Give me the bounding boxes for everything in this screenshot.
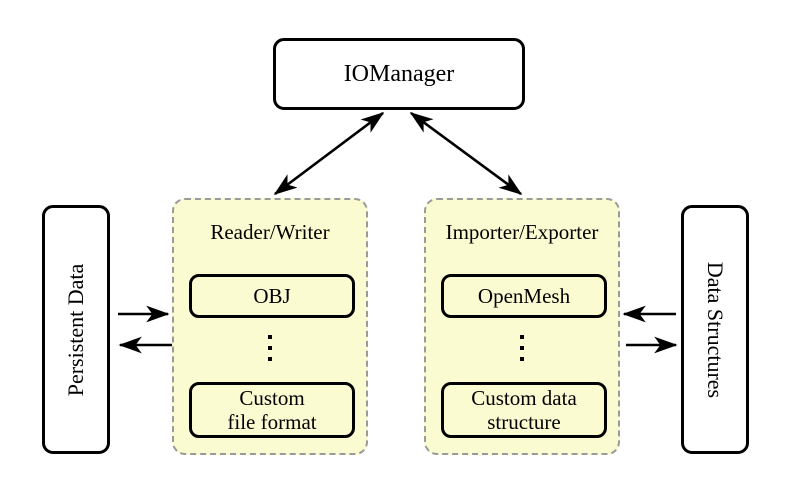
group-reader-writer-title: Reader/Writer <box>210 220 330 244</box>
leaf-openmesh-label: OpenMesh <box>477 283 571 308</box>
leaf-openmesh[interactable]: OpenMesh <box>441 274 607 318</box>
leaf-custom-file-format-line1: Custom <box>239 385 305 410</box>
data-structures-label: Data Structures <box>703 261 728 398</box>
leaf-custom-data-structure-line1: Custom data <box>471 385 577 410</box>
connector-manager-readerwriter <box>273 111 385 196</box>
group-reader-writer[interactable]: Reader/Writer OBJ Custom file format <box>172 198 368 455</box>
persistent-data-node[interactable]: Persistent Data <box>42 205 110 454</box>
ellipsis-importer-exporter <box>426 328 618 361</box>
data-structures-node[interactable]: Data Structures <box>681 205 749 454</box>
ellipsis-reader-writer <box>174 328 366 361</box>
leaf-custom-data-structure-line2: structure <box>487 410 561 434</box>
connector-manager-importerexporter <box>409 111 523 196</box>
leaf-custom-file-format[interactable]: Custom file format <box>189 382 355 438</box>
leaf-obj-label: OBJ <box>253 283 291 308</box>
leaf-obj[interactable]: OBJ <box>189 274 355 318</box>
io-manager-label: IOManager <box>343 60 455 87</box>
group-importer-exporter-title: Importer/Exporter <box>445 220 599 244</box>
leaf-custom-data-structure[interactable]: Custom data structure <box>441 382 607 438</box>
group-importer-exporter[interactable]: Importer/Exporter OpenMesh Custom data s… <box>424 198 620 455</box>
io-manager-node[interactable]: IOManager <box>273 38 525 110</box>
persistent-data-label: Persistent Data <box>63 263 88 396</box>
leaf-custom-file-format-line2: file format <box>227 410 317 434</box>
